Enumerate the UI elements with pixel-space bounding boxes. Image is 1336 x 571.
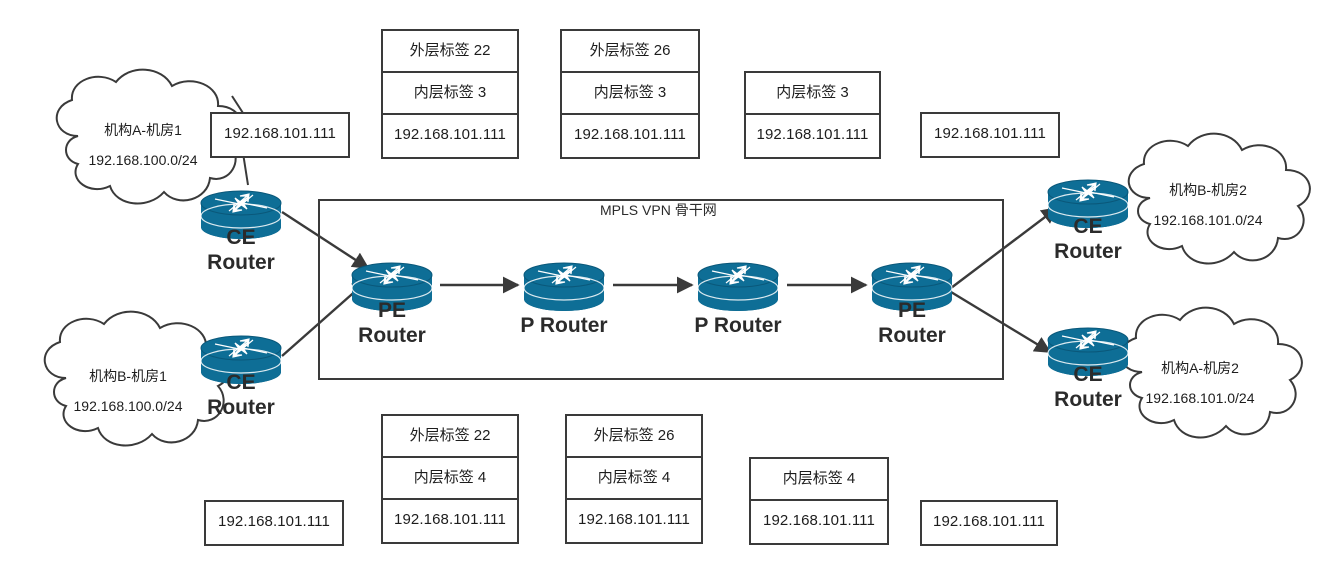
p-router-left[interactable]: [522, 255, 606, 313]
bottom-packet-4-row-0: 192.168.101.111: [933, 513, 1045, 530]
cloud-b-site2-name: 机构B-机房2: [1169, 182, 1247, 198]
cloud-a-site2-subnet: 192.168.101.0/24: [1145, 390, 1255, 406]
top-packet-3-row-0: 内层标签 3: [746, 73, 879, 115]
cloud-b-site2-subnet: 192.168.101.0/24: [1153, 212, 1263, 228]
cloud-a-site2-name: 机构A-机房2: [1161, 360, 1239, 376]
cloud-a-site1-name: 机构A-机房1: [104, 122, 182, 138]
ce-router-top-left-label-line1: CE: [226, 226, 256, 249]
ce-router-bottom-right-label-line2: Router: [1054, 388, 1122, 411]
bottom-packet-0-row-0: 192.168.101.111: [218, 513, 330, 530]
packet-stack-bottom-3: 内层标签 4 192.168.101.111: [749, 457, 889, 545]
cloud-b-site1-text: 机构B-机房1 192.168.100.0/24: [38, 366, 218, 414]
bottom-packet-1-row-1: 内层标签 4: [383, 458, 517, 500]
cloud-b-site2: 机构B-机房2 192.168.101.0/24: [1108, 132, 1330, 290]
ce-router-top-left[interactable]: [199, 183, 283, 241]
top-packet-0-row-0: 192.168.101.111: [224, 125, 336, 142]
packet-stack-bottom-4: 192.168.101.111: [920, 500, 1058, 546]
top-packet-3-row-1: 192.168.101.111: [756, 126, 869, 143]
bottom-packet-2-row-2: 192.168.101.111: [578, 511, 690, 528]
bottom-packet-1-row-2: 192.168.101.111: [394, 511, 506, 528]
top-packet-1-row-0: 外层标签 22: [383, 31, 517, 73]
ce-router-top-right-label-line1: CE: [1073, 215, 1103, 238]
packet-stack-bottom-0: 192.168.101.111: [204, 500, 344, 546]
ce-router-bottom-left-label-line2: Router: [207, 396, 275, 419]
ce-router-bottom-left-label-line1: CE: [226, 371, 256, 394]
ce-router-top-right-label: CE Router: [1030, 214, 1146, 264]
packet-stack-top-3: 内层标签 3 192.168.101.111: [744, 71, 881, 159]
ce-router-top-right[interactable]: [1046, 172, 1130, 230]
bottom-packet-2-row-0: 外层标签 26: [567, 416, 701, 458]
cloud-b-site1-subnet: 192.168.100.0/24: [73, 398, 183, 414]
top-packet-1-row-1: 内层标签 3: [383, 73, 517, 115]
top-packet-4-row-0: 192.168.101.111: [934, 125, 1046, 142]
ce-router-bottom-left-label: CE Router: [183, 370, 299, 420]
cloud-b-site1: 机构B-机房1 192.168.100.0/24: [22, 310, 252, 472]
cloud-b-site2-text: 机构B-机房2 192.168.101.0/24: [1118, 180, 1298, 228]
cloud-a-site1-subnet: 192.168.100.0/24: [88, 152, 198, 168]
bottom-packet-1-row-0: 外层标签 22: [383, 416, 517, 458]
top-packet-2-row-0: 外层标签 26: [562, 31, 698, 73]
pe-router-right-label: PE Router: [854, 298, 970, 348]
top-packet-2-row-1: 内层标签 3: [562, 73, 698, 115]
ce-router-bottom-right-label: CE Router: [1030, 362, 1146, 412]
cloud-b-site1-name: 机构B-机房1: [89, 368, 167, 384]
ce-router-top-left-label-line2: Router: [207, 251, 275, 274]
pe-router-left[interactable]: [350, 255, 434, 313]
p-router-left-label: P Router: [494, 313, 634, 338]
top-packet-2-row-2: 192.168.101.111: [574, 126, 686, 143]
pe-router-left-label: PE Router: [334, 298, 450, 348]
mpls-backbone-box: [318, 199, 1004, 380]
ce-router-top-left-label: CE Router: [183, 225, 299, 275]
bottom-packet-3-row-0: 内层标签 4: [751, 459, 887, 501]
packet-stack-top-0: 192.168.101.111: [210, 112, 350, 158]
pe-router-left-label-line2: Router: [358, 324, 426, 347]
top-packet-1-row-2: 192.168.101.111: [394, 126, 506, 143]
p-router-right-label-line1: P Router: [694, 314, 782, 337]
p-router-left-label-line1: P Router: [520, 314, 608, 337]
cloud-a-site2-text: 机构A-机房2 192.168.101.0/24: [1110, 358, 1290, 406]
cloud-a-site1-text: 机构A-机房1 192.168.100.0/24: [58, 120, 228, 168]
cloud-a-site2: 机构A-机房2 192.168.101.0/24: [1100, 306, 1322, 464]
bottom-packet-3-row-1: 192.168.101.111: [763, 512, 875, 529]
packet-stack-top-4: 192.168.101.111: [920, 112, 1060, 158]
ce-router-top-right-label-line2: Router: [1054, 240, 1122, 263]
p-router-right-label: P Router: [668, 313, 808, 338]
pe-router-right[interactable]: [870, 255, 954, 313]
bottom-packet-2-row-1: 内层标签 4: [567, 458, 701, 500]
ce-router-bottom-left[interactable]: [199, 328, 283, 386]
pe-router-right-label-line2: Router: [878, 324, 946, 347]
mpls-backbone-title: MPLS VPN 骨干网: [600, 202, 717, 218]
ce-router-bottom-right-label-line1: CE: [1073, 363, 1103, 386]
pe-router-right-label-line1: PE: [897, 299, 926, 322]
pe-router-left-label-line1: PE: [377, 299, 406, 322]
p-router-right[interactable]: [696, 255, 780, 313]
ce-router-bottom-right[interactable]: [1046, 320, 1130, 378]
